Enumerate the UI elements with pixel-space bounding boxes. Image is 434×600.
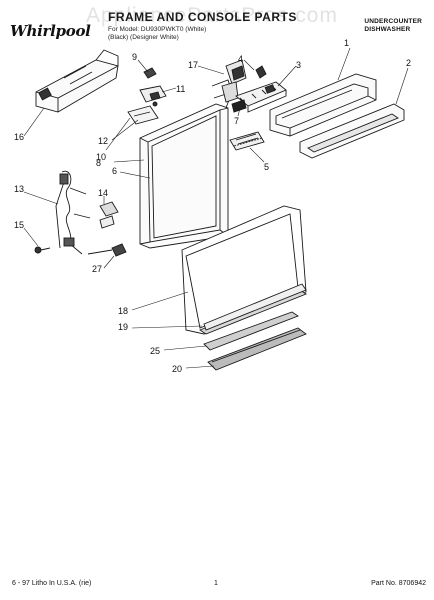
watermark: AppliancePartsPros.com bbox=[86, 4, 338, 27]
part-25-toe-strip bbox=[203, 311, 299, 351]
part-5-keypad bbox=[229, 131, 265, 151]
part-19-trim bbox=[199, 283, 307, 335]
callout-14: 14 bbox=[98, 188, 108, 198]
callout-9: 9 bbox=[132, 52, 137, 62]
part-4-drawing bbox=[255, 65, 267, 79]
part-1-console-panel bbox=[269, 73, 377, 137]
callout-7: 7 bbox=[234, 116, 239, 126]
part-17-drawing bbox=[221, 59, 247, 103]
callout-25: 25 bbox=[150, 346, 160, 356]
callout-20: 20 bbox=[172, 364, 182, 374]
model-line: For Model: DU930PWKT0 (White) bbox=[108, 26, 207, 33]
page-number: 1 bbox=[214, 580, 218, 587]
whirlpool-logo: Whirlpool bbox=[10, 22, 91, 40]
appliance-category: UNDERCOUNTER DISHWASHER bbox=[364, 18, 422, 34]
callout-15: 15 bbox=[14, 220, 24, 230]
part-7-drawing bbox=[231, 99, 247, 113]
part-11-12-drawing bbox=[127, 85, 167, 125]
part-20-kickplate bbox=[207, 327, 307, 371]
part-16-drawing bbox=[35, 49, 119, 113]
part-13-wire-harness bbox=[55, 170, 91, 255]
callout-5: 5 bbox=[264, 162, 269, 172]
page-title: FRAME AND CONSOLE PARTS bbox=[108, 10, 297, 24]
part-3-switch-module bbox=[235, 81, 287, 113]
part-2-console-trim bbox=[299, 103, 405, 159]
callout-4: 4 bbox=[238, 54, 243, 64]
callout-labels bbox=[23, 47, 409, 369]
part-number: Part No. 8706942 bbox=[371, 580, 426, 587]
callout-27: 27 bbox=[92, 264, 102, 274]
part-27-clip bbox=[87, 243, 127, 257]
category-line-2: DISHWASHER bbox=[364, 26, 411, 33]
category-line-1: UNDERCOUNTER bbox=[364, 18, 422, 25]
callout-16: 16 bbox=[14, 132, 24, 142]
part-14-drawing bbox=[99, 201, 119, 229]
litho-note: 6 - 97 Litho In U.S.A. (rie) bbox=[12, 580, 92, 587]
callout-numbers: 1 2 3 4 5 6 7 8 9 10 11 12 13 14 15 16 1… bbox=[14, 38, 411, 374]
callout-1: 1 bbox=[344, 38, 349, 48]
callout-18: 18 bbox=[118, 306, 128, 316]
callout-2: 2 bbox=[406, 58, 411, 68]
callout-12: 12 bbox=[98, 136, 108, 146]
callout-10: 10 bbox=[96, 152, 106, 162]
callout-3: 3 bbox=[296, 60, 301, 70]
callout-8: 8 bbox=[96, 158, 101, 168]
title-block: FRAME AND CONSOLE PARTS For Model: DU930… bbox=[108, 10, 328, 41]
callout-19: 19 bbox=[118, 322, 128, 332]
callout-17: 17 bbox=[188, 60, 198, 70]
callout-6: 6 bbox=[112, 166, 117, 176]
callout-13: 13 bbox=[14, 184, 24, 194]
part-15-screw bbox=[34, 246, 51, 254]
callout-11: 11 bbox=[176, 84, 185, 94]
color-line: (Black) (Designer White) bbox=[108, 34, 179, 41]
